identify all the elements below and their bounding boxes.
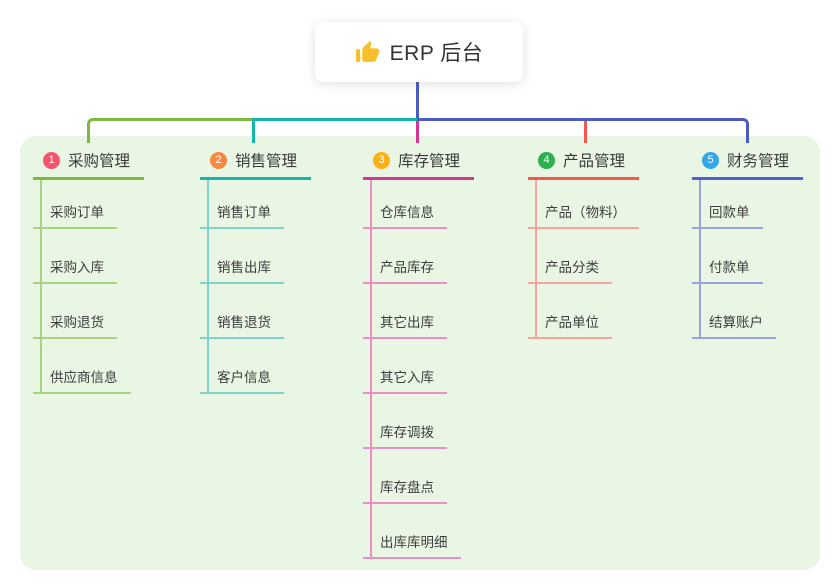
branch-5: 5 财务管理回款单付款单结算账户 xyxy=(692,148,804,339)
branch-title[interactable]: 1 采购管理 xyxy=(33,148,145,180)
branch-item[interactable]: 采购入库 xyxy=(33,256,117,284)
branch-item[interactable]: 产品分类 xyxy=(528,256,612,284)
root-node[interactable]: ERP 后台 xyxy=(315,22,523,82)
branch-item[interactable]: 仓库信息 xyxy=(363,201,447,229)
branch-title[interactable]: 3 库存管理 xyxy=(363,148,475,180)
branch-item[interactable]: 其它出库 xyxy=(363,311,447,339)
branch-title[interactable]: 2 销售管理 xyxy=(200,148,312,180)
branch-item[interactable]: 采购退货 xyxy=(33,311,117,339)
branch-title-label: 销售管理 xyxy=(235,153,298,170)
branch-3: 3 库存管理仓库信息产品库存其它出库其它入库库存调拨库存盘点出库库明细 xyxy=(363,148,475,559)
branch-item[interactable]: 客户信息 xyxy=(200,366,284,394)
branch-number-badge: 2 xyxy=(210,151,227,169)
thumbs-up-icon xyxy=(355,40,380,65)
branch-item[interactable]: 出库库明细 xyxy=(363,531,461,559)
branch-number-badge: 1 xyxy=(43,151,60,169)
branch-item[interactable]: 销售退货 xyxy=(200,311,284,339)
branch-item[interactable]: 产品库存 xyxy=(363,256,447,284)
branch-item[interactable]: 产品（物料） xyxy=(528,201,639,229)
branch-1: 1 采购管理采购订单采购入库采购退货供应商信息 xyxy=(33,148,145,394)
branch-spine-line xyxy=(699,180,701,339)
branch-title-label: 产品管理 xyxy=(563,153,626,170)
branch-2: 2 销售管理销售订单销售出库销售退货客户信息 xyxy=(200,148,312,394)
branch-title-label: 采购管理 xyxy=(68,153,131,170)
branch-spine-line xyxy=(370,180,372,559)
branch-title[interactable]: 5 财务管理 xyxy=(692,148,804,180)
branch-number-badge: 3 xyxy=(373,151,390,169)
branch-number-badge: 4 xyxy=(538,151,555,169)
connector-branch-4 xyxy=(584,121,587,143)
branch-spine-line xyxy=(535,180,537,339)
branch-item[interactable]: 库存调拨 xyxy=(363,421,447,449)
connector-branch-2 xyxy=(252,118,417,143)
branch-item[interactable]: 结算账户 xyxy=(692,311,776,339)
root-trunk-connector xyxy=(416,82,419,121)
branch-title-label: 财务管理 xyxy=(727,153,790,170)
branch-spine-line xyxy=(40,180,42,394)
root-node-title: ERP 后台 xyxy=(389,42,484,65)
branch-spine-line xyxy=(207,180,209,394)
connector-branch-1 xyxy=(87,118,253,143)
branch-title-label: 库存管理 xyxy=(398,153,461,170)
branch-item[interactable]: 供应商信息 xyxy=(33,366,131,394)
connector-branch-3 xyxy=(416,121,419,143)
branch-4: 4 产品管理产品（物料） 产品分类产品单位 xyxy=(528,148,640,339)
branch-title[interactable]: 4 产品管理 xyxy=(528,148,640,180)
branch-item[interactable]: 库存盘点 xyxy=(363,476,447,504)
connector-branch-5 xyxy=(417,118,749,143)
branch-item[interactable]: 销售订单 xyxy=(200,201,284,229)
branch-item[interactable]: 产品单位 xyxy=(528,311,612,339)
branch-item[interactable]: 回款单 xyxy=(692,201,763,229)
branch-item[interactable]: 销售出库 xyxy=(200,256,284,284)
branches-panel xyxy=(20,136,820,570)
branch-number-badge: 5 xyxy=(702,151,719,169)
branch-item[interactable]: 采购订单 xyxy=(33,201,117,229)
branch-item[interactable]: 其它入库 xyxy=(363,366,447,394)
branch-item[interactable]: 付款单 xyxy=(692,256,763,284)
